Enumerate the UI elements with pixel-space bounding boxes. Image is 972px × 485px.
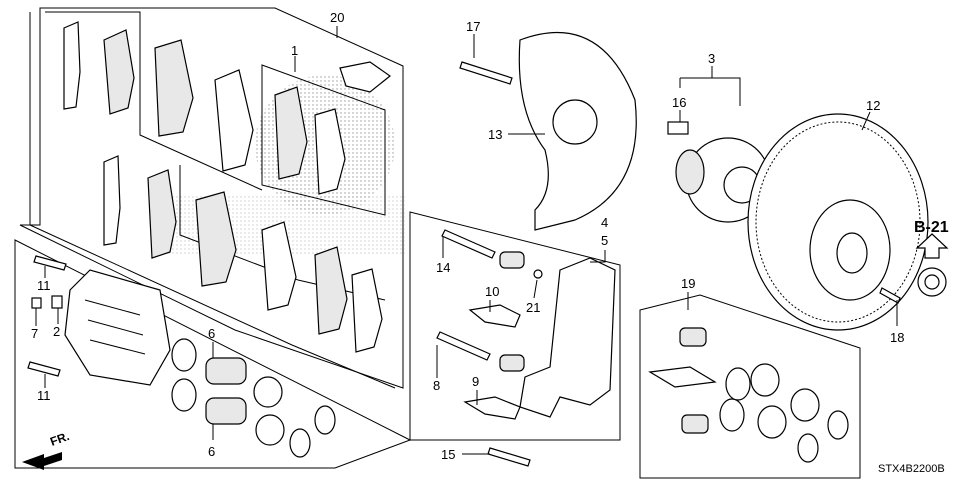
pad-d	[314, 108, 346, 195]
hub-bearing	[675, 149, 705, 195]
kit-clip	[648, 366, 717, 388]
label-6a: 6	[208, 326, 215, 341]
screw-18	[879, 287, 901, 304]
pad-c	[274, 86, 308, 180]
pad-e	[195, 191, 237, 287]
front-label: FR.	[48, 429, 71, 449]
seal-kit-contents	[648, 327, 849, 463]
caliper-bracket	[519, 257, 616, 418]
leader-21	[533, 279, 538, 299]
shim-d	[147, 169, 177, 259]
rotor-vents	[755, 121, 921, 323]
piston-seal-group	[171, 338, 336, 458]
bolt-15	[487, 447, 531, 467]
cap-21	[533, 269, 543, 279]
piston-6a	[205, 357, 247, 385]
label-9: 9	[472, 374, 479, 389]
shield-hole	[552, 99, 598, 145]
pad-shim-group	[63, 21, 392, 353]
bolt-16	[667, 121, 689, 135]
clip-1	[339, 61, 392, 93]
pad-box-1	[261, 64, 386, 216]
label-18: 18	[890, 330, 904, 345]
caliper-body	[64, 269, 171, 386]
label-13: 13	[488, 127, 502, 142]
ring-a	[289, 428, 311, 458]
caliper-shape	[64, 269, 171, 386]
rotor-center-hole	[836, 232, 868, 274]
bolt-11-lower	[27, 361, 61, 377]
up-arrow-icon	[915, 233, 949, 259]
label-15: 15	[441, 447, 455, 462]
pad-a	[154, 39, 194, 137]
front-arrow-icon	[22, 452, 62, 470]
pad-b	[214, 69, 254, 172]
caliper-ribs	[84, 299, 146, 355]
label-3: 3	[708, 51, 715, 66]
hub-nut-inner	[924, 274, 940, 290]
label-2: 2	[53, 324, 60, 339]
leader-12	[861, 111, 871, 131]
seal-b	[171, 378, 197, 412]
leader-4-5	[590, 250, 606, 263]
label-12: 12	[866, 98, 880, 113]
kit-seal-c	[750, 363, 780, 397]
kit-ring-a	[797, 433, 819, 463]
label-17: 17	[466, 19, 480, 34]
label-19: 19	[681, 276, 695, 291]
kit-boot-a	[679, 327, 707, 347]
bleeder-screw-2	[51, 295, 63, 309]
label-11b: 11	[37, 388, 51, 403]
seal-kit-box-19	[639, 294, 861, 479]
kit-seal-d	[757, 405, 787, 439]
label-4: 4	[601, 215, 608, 230]
retainer-10	[468, 304, 521, 328]
label-8: 8	[433, 378, 440, 393]
shim-c	[103, 155, 121, 246]
ring-b	[314, 405, 336, 435]
kit-ring-b	[827, 410, 849, 440]
kit-boot-b	[681, 414, 709, 434]
piston-6b	[205, 397, 247, 425]
retainer-9	[463, 396, 521, 420]
label-11a: 11	[37, 278, 51, 293]
label-14: 14	[436, 260, 450, 275]
label-5: 5	[601, 233, 608, 248]
kit-seal-b	[725, 367, 751, 401]
label-7: 7	[31, 326, 38, 341]
guide-pin-14	[441, 229, 496, 259]
kit-seal-e	[790, 388, 820, 422]
bleeder-cap-7	[31, 297, 42, 309]
boot-a	[253, 376, 283, 408]
pad-box-upper	[45, 11, 263, 191]
pin-boot-lower	[499, 354, 525, 372]
bolt-17	[459, 61, 513, 85]
label-6b: 6	[208, 444, 215, 459]
label-10: 10	[485, 284, 499, 299]
shim-b	[103, 29, 135, 115]
bolt-11-upper	[33, 255, 67, 271]
pad-h	[351, 268, 383, 353]
leader-3a	[680, 77, 741, 106]
pad-g	[314, 246, 348, 335]
shim-a	[63, 21, 81, 110]
kit-outline-20	[19, 7, 404, 389]
kit-seal-a	[719, 398, 745, 432]
leader-lines	[35, 26, 898, 455]
caliper-boundary	[14, 211, 621, 469]
pad-f	[261, 221, 297, 311]
label-1: 1	[291, 43, 298, 58]
pin-boot-upper	[499, 251, 525, 269]
guide-pin-8	[436, 331, 491, 361]
reference-b21: B-21	[914, 219, 949, 236]
diagram-code: STX4B2200B	[878, 463, 945, 475]
kit-inner-outline	[29, 12, 396, 389]
seal-a	[171, 338, 197, 372]
boot-b	[255, 414, 285, 446]
label-16: 16	[672, 95, 686, 110]
label-20: 20	[330, 10, 344, 25]
label-21: 21	[526, 300, 540, 315]
